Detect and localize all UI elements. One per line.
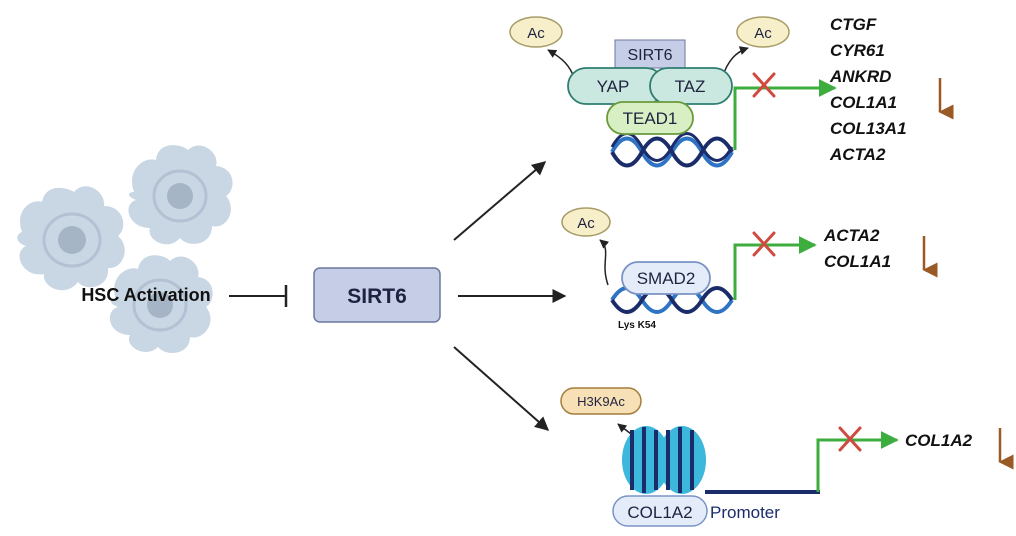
svg-text:Ac: Ac: [577, 215, 595, 232]
col1a2-gene-box: COL1A2: [612, 495, 708, 527]
acetyl-group: Ac: [561, 207, 611, 237]
gene-label: ANKRD: [829, 67, 891, 86]
nucleosome-icon: [622, 426, 670, 494]
inhibition-arrow: [229, 285, 288, 307]
svg-text:TEAD1: TEAD1: [623, 109, 678, 128]
gene-label: COL1A1: [824, 252, 891, 271]
deacetylation-arrow: [599, 239, 610, 286]
lys-k54-label: Lys K54: [618, 320, 656, 331]
svg-text:TAZ: TAZ: [675, 77, 706, 96]
svg-text:Ac: Ac: [754, 25, 772, 42]
yap-protein: YAP: [567, 67, 665, 105]
svg-text:COL1A2: COL1A2: [627, 503, 692, 522]
pathway-smad2: Ac SMAD2 Lys K54 ACTA2 COL1A1: [561, 207, 938, 331]
gene-label: COL13A1: [830, 119, 907, 138]
svg-text:SMAD2: SMAD2: [637, 269, 696, 288]
arrow-to-yap-taz: [453, 161, 547, 241]
gene-label: ACTA2: [823, 226, 880, 245]
dna-helix: [610, 132, 734, 168]
nucleosome-icon: [658, 426, 706, 494]
transcription-arrow: [733, 79, 837, 150]
sirt6-small-box: SIRT6: [614, 39, 686, 69]
svg-text:H3K9Ac: H3K9Ac: [577, 394, 625, 409]
gene-label: ACTA2: [829, 145, 886, 164]
acetyl-group-right: Ac: [736, 16, 790, 48]
taz-protein: TAZ: [649, 67, 733, 105]
hsc-activation-label: HSC Activation: [81, 285, 210, 305]
transcription-arrow: [816, 431, 899, 492]
pathway-h3k9: H3K9Ac COL1A2 Promoter COL1A2: [560, 387, 1014, 527]
svg-text:SIRT6: SIRT6: [627, 47, 672, 64]
block-x-mark: [752, 231, 776, 257]
hsc-cell-icon: [17, 186, 125, 291]
acetyl-group-left: Ac: [509, 16, 563, 48]
hsc-cell-group: HSC Activation: [17, 145, 233, 353]
sirt6-box-label: SIRT6: [347, 285, 407, 308]
block-x-mark: [752, 72, 776, 98]
hsc-cell-icon: [128, 145, 233, 245]
smad2-protein: SMAD2: [621, 261, 711, 295]
pathway-yap-taz: Ac Ac SIRT6 YAP TAZ TEAD1: [509, 15, 954, 168]
hsc-cell-icon: [109, 255, 213, 353]
arrow-to-h3k9: [453, 346, 550, 431]
block-x-mark: [838, 426, 862, 452]
gene-label: CYR61: [830, 41, 885, 60]
promoter-label: Promoter: [710, 503, 780, 522]
gene-label: COL1A2: [905, 431, 973, 450]
h3k9ac-mark: H3K9Ac: [560, 387, 642, 415]
svg-text:YAP: YAP: [597, 77, 630, 96]
sirt6-box: SIRT6: [313, 267, 441, 323]
gene-label: COL1A1: [830, 93, 897, 112]
transcription-arrow: [733, 236, 817, 300]
tead1-protein: TEAD1: [606, 101, 694, 135]
gene-label: CTGF: [830, 15, 877, 34]
svg-text:Ac: Ac: [527, 25, 545, 42]
